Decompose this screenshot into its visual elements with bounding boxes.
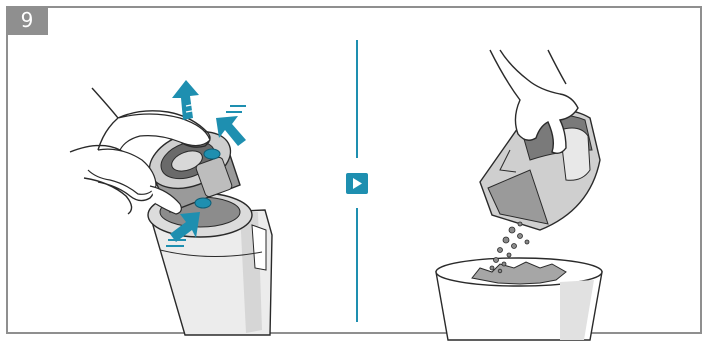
right-illustration (436, 50, 602, 340)
play-arrow-icon (346, 173, 368, 194)
left-illustration (70, 80, 272, 335)
right-hand (490, 50, 578, 153)
